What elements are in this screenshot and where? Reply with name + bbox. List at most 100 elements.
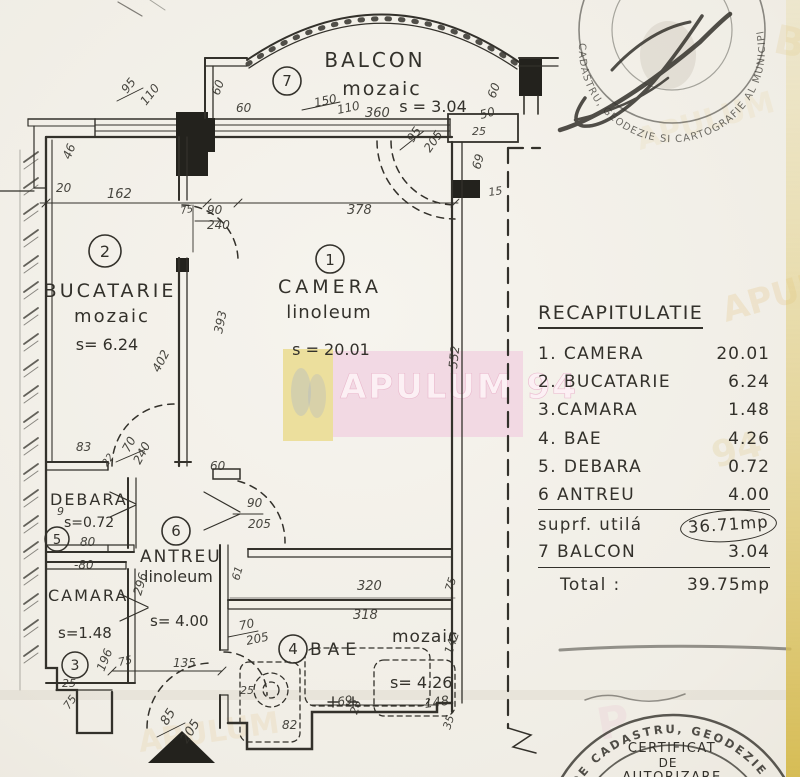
dimension-label: 75 [180, 204, 194, 217]
recap-label: 3.CAMARA [538, 400, 638, 421]
recap-value: 39.75mp [686, 574, 770, 595]
room-number-debara: 5 [53, 533, 61, 548]
dimension-label: 60 [210, 459, 226, 473]
room-number-circle-balcon [272, 66, 302, 96]
dimension-label: 60 [485, 81, 504, 100]
dimension-label: 360 [365, 106, 390, 121]
certificate-line3: AUTORIZARE [622, 770, 722, 777]
dimension-label: 110 [336, 98, 362, 117]
room-number-balcon: 7 [282, 72, 292, 90]
dimension-label: 148 [423, 694, 450, 712]
room-number-circle-bucatarie [88, 234, 122, 268]
recap-value: 0.72 [728, 456, 770, 477]
dimension-label: 70 [119, 434, 139, 454]
recap-row-camera: 1. CAMERA 20.01 [538, 340, 770, 368]
dimension-label: 90 [207, 203, 223, 217]
room-number-circle-camera [315, 244, 345, 274]
recap-label: 4. BAE [538, 428, 603, 449]
dimension-label: 15 [488, 184, 504, 199]
dimension-lines [39, 87, 460, 738]
dimension-label: 318 [353, 608, 378, 623]
room-finish-antreu: linoleum [144, 567, 213, 586]
room-number-circle-camara [61, 651, 89, 679]
room-number-circle-bae [278, 634, 308, 664]
recap-label: 2. BUCATARIE [538, 372, 671, 393]
bathroom-fixtures [239, 647, 456, 743]
dimension-label: 69 [469, 152, 486, 170]
apulum-watermark: APULUM 94 [283, 349, 578, 441]
dimension-label: 90 [247, 496, 263, 510]
dimension-label: 80 [80, 535, 96, 549]
room-area-camera: s = 20.01 [292, 340, 370, 359]
dimension-label: 69 [336, 693, 353, 709]
pencil-scribble [584, 693, 686, 702]
recap-row-antreu: 6 ANTREU 4.00 [538, 481, 770, 511]
dimension-label: 393 [211, 309, 229, 334]
room-area-balcon: s = 3.04 [399, 97, 467, 116]
dimension-label: 378 [347, 203, 372, 218]
door-leaf-marks [109, 491, 241, 622]
dimension-label: 25 [240, 684, 254, 697]
room-label-bae: BAE [310, 640, 362, 660]
recap-row-bucatarie: 2. BUCATARIE 6.24 [538, 368, 770, 396]
room-label-camara: CAMARA [48, 586, 128, 605]
dimension-label: 83 [76, 440, 91, 454]
dimension-label: 240 [207, 218, 230, 232]
signature [557, 11, 733, 133]
dimension-label: 85 [158, 706, 179, 728]
dimension-label: 150 [313, 91, 339, 110]
boundary-hatching [23, 151, 39, 664]
certificate-line1: CERTIFICAT [628, 741, 716, 756]
entrance-arrow [148, 731, 215, 763]
dimension-label: 28 [347, 699, 364, 716]
page-edge-strip [786, 0, 800, 777]
recap-row-debara: 5. DEBARA 0.72 [538, 453, 770, 481]
recap-label: suprf. utilá [538, 515, 643, 535]
room-area-bucatarie: s= 6.24 [76, 335, 138, 354]
dimension-label: 320 [357, 579, 382, 594]
room-finish-balcon: mozaic [342, 78, 421, 100]
room-number-antreu: 6 [171, 522, 181, 540]
room-finish-bucatarie: mozaic [74, 306, 150, 327]
recap-label: Total : [560, 574, 621, 595]
room-labels: 7 BALCON mozaic s = 3.04 2 BUCATARIE moz… [44, 48, 467, 692]
room-label-antreu: ANTREU [140, 547, 222, 567]
recap-label: 5. DEBARA [538, 456, 643, 477]
room-number-bucatarie: 2 [100, 242, 110, 261]
room-finish-bae: mozaic [392, 627, 458, 647]
tub-cross-marks [327, 696, 359, 708]
room-area-debara: s=0.72 [64, 515, 114, 531]
dimension-label: 25 [62, 677, 76, 690]
certificate-line2: DE [659, 756, 678, 770]
dimension-label: 70 [238, 616, 256, 633]
recap-label: 1. CAMERA [538, 344, 644, 364]
room-label-camera: CAMERA [278, 276, 382, 298]
recap-label: 6 ANTREU [538, 484, 636, 505]
room-number-bae: 4 [288, 640, 298, 658]
dimension-label: 75 [117, 653, 133, 669]
room-label-balcon: BALCON [324, 48, 425, 72]
dimension-label: 46 [60, 141, 79, 161]
recap-value: 4.00 [728, 484, 770, 505]
dimension-label: 205 [248, 517, 271, 531]
balcony-walls [204, 13, 559, 143]
room-number-circle-debara [44, 526, 70, 552]
dimension-label: 60 [236, 101, 252, 115]
recap-value: 36.71mp [687, 512, 770, 537]
dimension-label: 25 [472, 125, 486, 138]
room-area-camara: s=1.48 [58, 624, 112, 642]
recap-value: 6.24 [728, 372, 770, 393]
dimension-label: 205 [245, 629, 270, 647]
room-finish-camera: linoleum [286, 302, 371, 323]
room-label-debara: DEBARA [50, 490, 128, 509]
dimension-label: 75 [442, 576, 459, 593]
recap-value: 1.48 [728, 400, 770, 421]
recap-value: 20.01 [716, 344, 770, 364]
watermark-brand-text: APULUM 94 [340, 367, 578, 407]
recap-value: 4.26 [728, 428, 770, 449]
recap-row-bae: 4. BAE 4.26 [538, 425, 770, 453]
recap-row-useful-area: suprf. utilá 36.71mp [538, 506, 779, 546]
